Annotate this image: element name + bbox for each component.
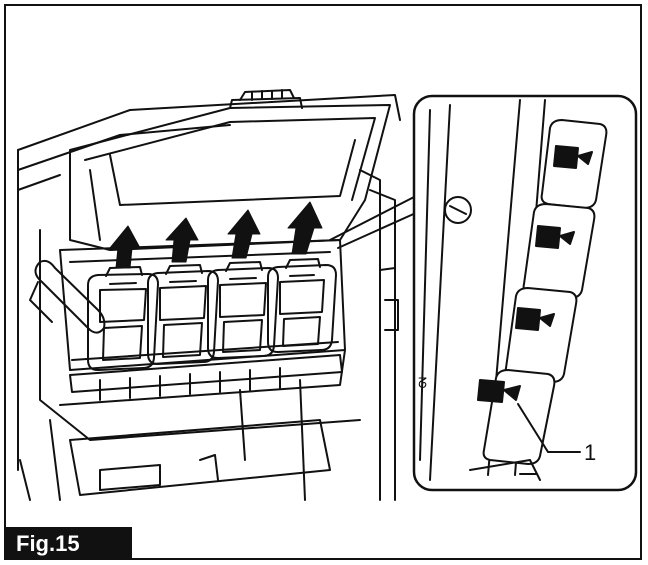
slide-lever-right-arrow-icon [535,225,575,249]
battery-pack-2 [147,264,219,365]
svg-text:ᘔ: ᘔ [418,375,427,391]
callout-number: 1 [584,440,596,465]
side-handle [29,259,106,334]
figure-label: Fig.15 [16,531,80,556]
detail-view: ᘔ [412,94,638,492]
battery-pack-4 [267,258,337,353]
up-arrow-icon [227,209,261,259]
machine-housing [17,94,401,501]
callout-1: 1 [517,403,596,465]
battery-compartment [59,239,346,401]
slide-lever-right-arrow-icon [553,145,593,169]
battery-pack-3 [207,261,279,359]
detail-leader-lines [329,195,419,249]
slide-lever-right-arrow-icon [477,379,521,403]
figure-label-box: Fig.15 [4,527,132,560]
up-arrow-icon [109,225,141,269]
slide-lever-right-arrow-icon [515,307,555,331]
up-arrow-icon [287,201,323,255]
up-arrow-icon [165,217,199,263]
open-battery-cover [69,89,391,251]
